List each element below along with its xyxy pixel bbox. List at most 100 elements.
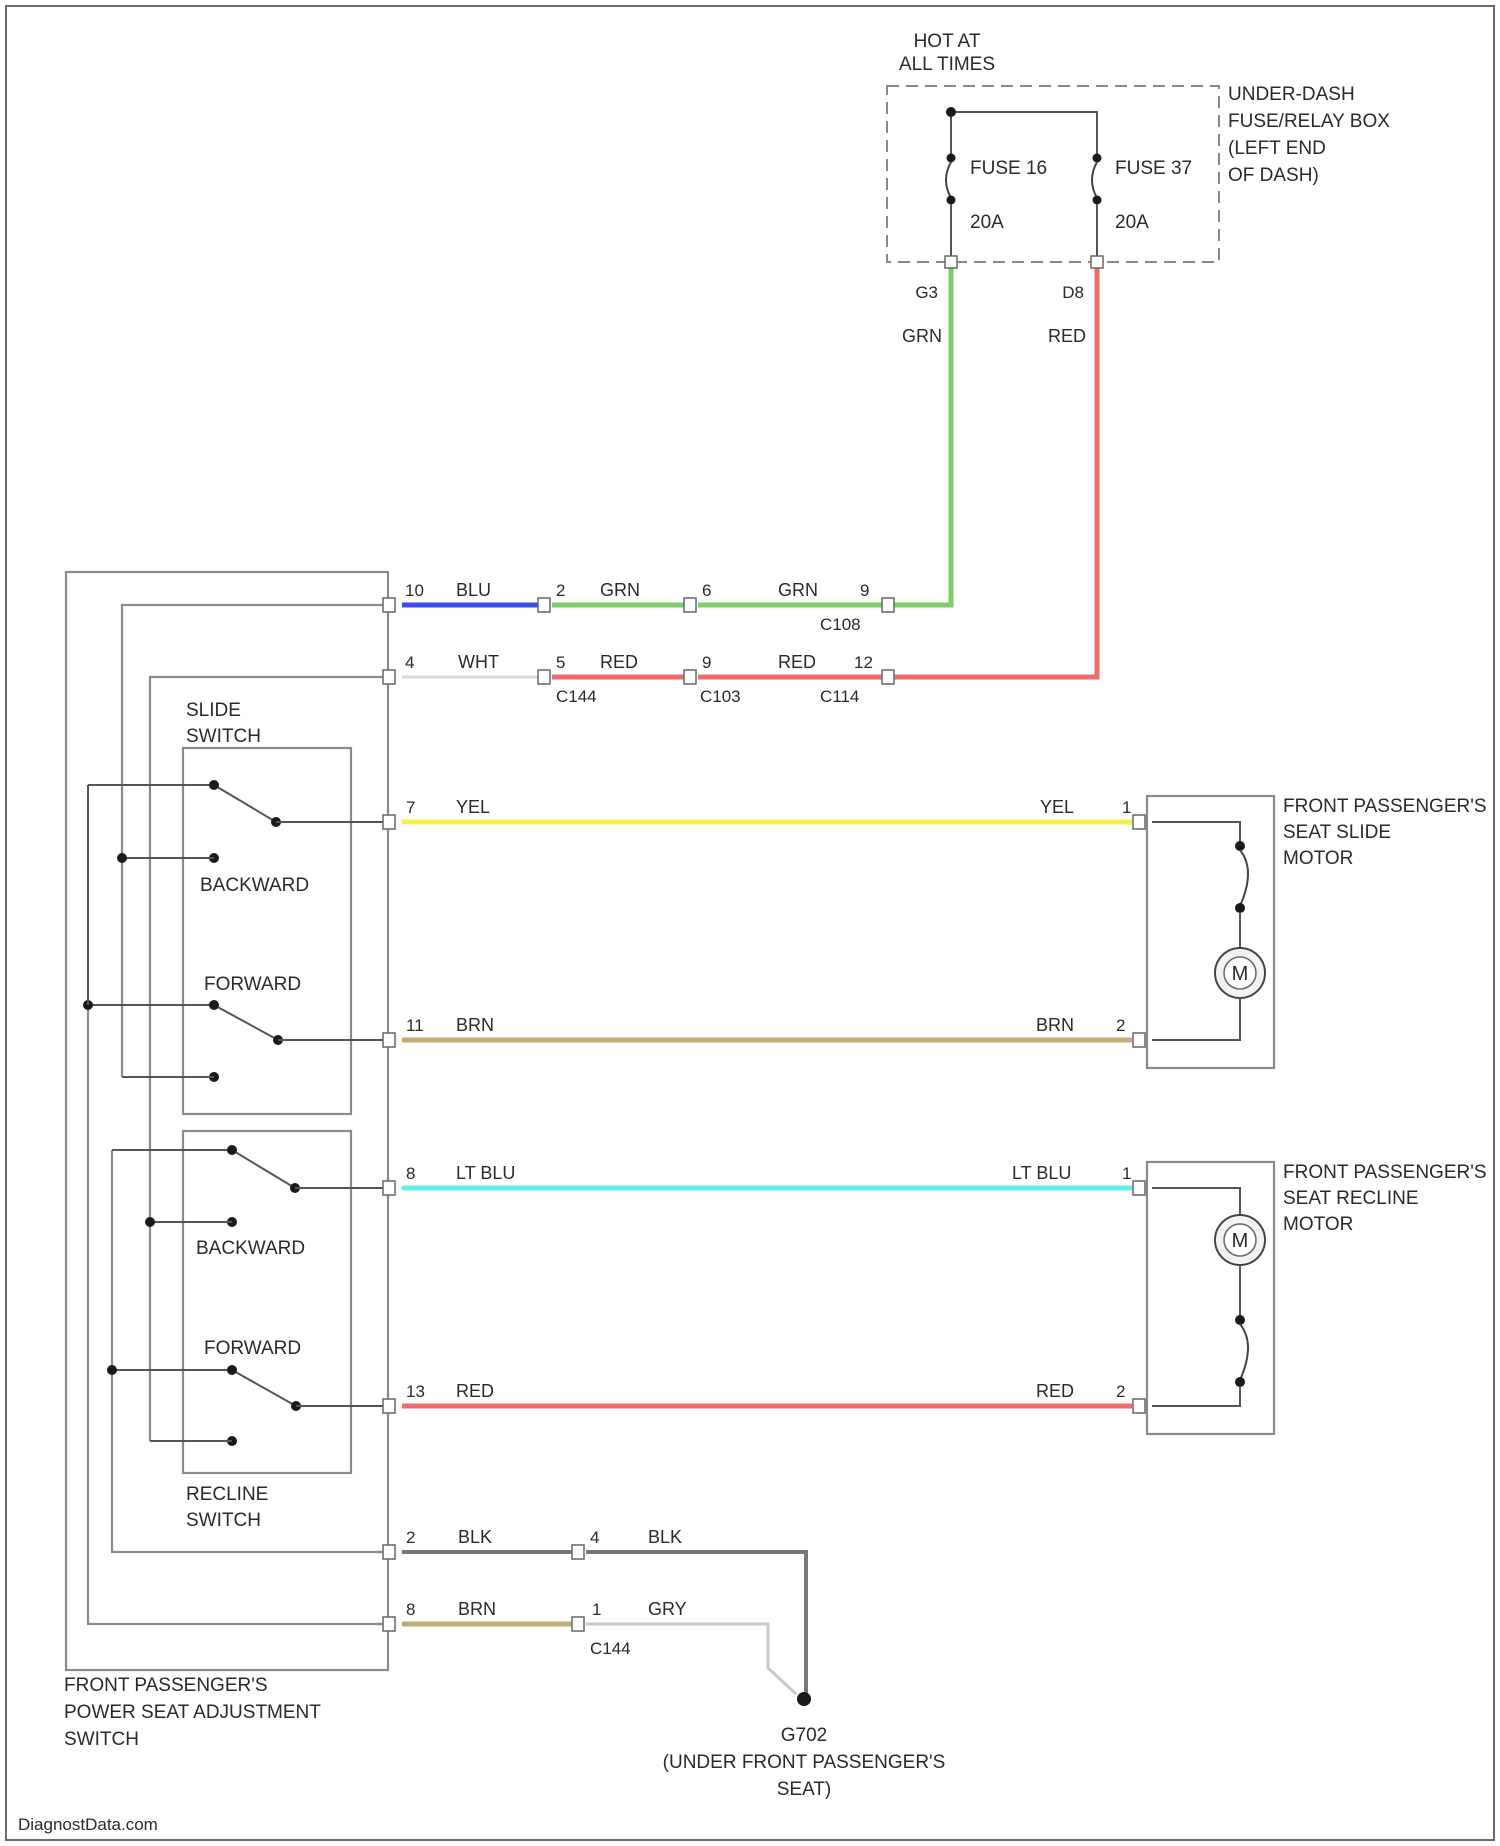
slide-label-1: SLIDE — [186, 700, 241, 721]
hot-label-1: HOT AT — [914, 31, 981, 52]
r2-pin-9: 9 — [702, 653, 711, 672]
recline-motor-in — [1152, 1188, 1240, 1215]
conn-c144-b: C144 — [590, 1639, 631, 1658]
ground-icon — [797, 1692, 811, 1706]
r3-label-right: YEL — [1040, 797, 1074, 817]
fuse-box-label-3: (LEFT END — [1228, 138, 1326, 159]
seat-slide-motor: M FRONT PASSENGER'S SEAT SLIDE MOTOR — [1147, 796, 1487, 1068]
slide-backward-label: BACKWARD — [200, 875, 309, 896]
fuse-16-rating: 20A — [970, 212, 1004, 233]
fuse-16-icon — [946, 154, 956, 205]
ground-location-2: SEAT) — [777, 1779, 832, 1800]
recline-fw-blade — [232, 1370, 296, 1406]
recline-label-2: SWITCH — [186, 1510, 261, 1531]
switch-label-1: FRONT PASSENGER'S — [64, 1675, 268, 1696]
circuit-row-8: 8 BRN 1 GRY C144 — [402, 1599, 796, 1694]
switch-label-3: SWITCH — [64, 1729, 139, 1750]
r7-pin-mid: 4 — [590, 1528, 599, 1547]
bus-node — [946, 107, 956, 117]
circuit-row-2: 4 WHT 5 RED 9 RED 12 C144 C103 C114 — [402, 652, 882, 706]
route-wht — [150, 677, 388, 1441]
slide-label-2: SWITCH — [186, 726, 261, 747]
fuse-37-rating: 20A — [1115, 212, 1149, 233]
r2-pin-4: 4 — [405, 653, 414, 672]
pin-g3: G3 — [915, 283, 938, 302]
ground-g702: G702 (UNDER FRONT PASSENGER'S SEAT) — [663, 1692, 946, 1800]
fuse-box-label-2: FUSE/RELAY BOX — [1228, 111, 1390, 132]
r2-red-label-1: RED — [600, 652, 638, 672]
r6-pin-left: 13 — [406, 1382, 425, 1401]
r1-pin-6: 6 — [702, 581, 711, 600]
wire-grn-feed — [887, 262, 951, 605]
conn-c103: C103 — [700, 687, 741, 706]
r3-pin-left: 7 — [406, 798, 415, 817]
r5-label-left: LT BLU — [456, 1163, 515, 1183]
r2-red-label-2: RED — [778, 652, 816, 672]
slide-bk-blade — [214, 785, 276, 822]
r8-pin-mid: 1 — [592, 1600, 601, 1619]
slide-motor-m: M — [1232, 963, 1249, 985]
slide-forward-label: FORWARD — [204, 974, 301, 995]
watermark: DiagnostData.com — [18, 1815, 158, 1834]
wire-red-feed — [887, 262, 1097, 677]
r4-label-right: BRN — [1036, 1015, 1074, 1035]
recline-bk-blade — [232, 1150, 295, 1188]
r6-label-right: RED — [1036, 1381, 1074, 1401]
circuit-row-6: 13 RED RED 2 — [402, 1381, 1132, 1406]
recline-motor-out — [1152, 1386, 1240, 1406]
hot-label-2: ALL TIMES — [899, 54, 995, 75]
circuit-row-4: 11 BRN BRN 2 — [402, 1015, 1132, 1040]
fuse-16-name: FUSE 16 — [970, 158, 1047, 179]
r1-grn-label-2: GRN — [778, 580, 818, 600]
r4-label-left: BRN — [456, 1015, 494, 1035]
slide-motor-breaker — [1240, 850, 1248, 906]
slide-motor-label-1: FRONT PASSENGER'S — [1283, 796, 1487, 817]
connector-markers — [383, 256, 1145, 1631]
motor-m-icon: M — [1215, 1215, 1265, 1265]
recline-motor-label-2: SEAT RECLINE — [1283, 1188, 1419, 1209]
fuse-37-name: FUSE 37 — [1115, 158, 1192, 179]
slide-switch-box — [183, 748, 351, 1114]
recline-switch-box — [183, 1131, 351, 1473]
r8-label-left: BRN — [458, 1599, 496, 1619]
conn-c114: C114 — [820, 687, 859, 706]
r7-pin-left: 2 — [406, 1528, 415, 1547]
recline-motor-breaker — [1240, 1324, 1248, 1380]
route-blu — [122, 605, 388, 1077]
ground-location-1: (UNDER FRONT PASSENGER'S — [663, 1752, 946, 1773]
slide-motor-out — [1152, 998, 1240, 1040]
slide-motor-outline — [1147, 796, 1274, 1068]
r8-pin-left: 8 — [406, 1600, 415, 1619]
r5-label-right: LT BLU — [1012, 1163, 1071, 1183]
r1-pin-9: 9 — [860, 581, 869, 600]
recline-motor-outline — [1147, 1162, 1274, 1434]
r6-pin-right: 2 — [1116, 1382, 1125, 1401]
recline-motor-label-3: MOTOR — [1283, 1214, 1353, 1235]
power-seat-switch: FRONT PASSENGER'S POWER SEAT ADJUSTMENT … — [64, 572, 388, 1750]
recline-motor-m: M — [1232, 1230, 1249, 1252]
recline-motor-label-1: FRONT PASSENGER'S — [1283, 1162, 1487, 1183]
r2-pin-12: 12 — [854, 653, 873, 672]
pin-d8: D8 — [1062, 283, 1084, 302]
seat-recline-motor: M FRONT PASSENGER'S SEAT RECLINE MOTOR — [1147, 1162, 1487, 1434]
conn-c108: C108 — [820, 615, 861, 634]
circuit-row-3: 7 YEL YEL 1 — [402, 797, 1132, 822]
r4-pin-right: 2 — [1116, 1016, 1125, 1035]
fuse-37-icon — [1092, 154, 1102, 205]
r1-grn-label-1: GRN — [600, 580, 640, 600]
motor-m-icon: M — [1215, 948, 1265, 998]
r3-label-left: YEL — [456, 797, 490, 817]
wire-gry — [586, 1624, 796, 1694]
r4-pin-left: 11 — [406, 1016, 424, 1035]
switch-label-2: POWER SEAT ADJUSTMENT — [64, 1702, 321, 1723]
slide-motor-label-2: SEAT SLIDE — [1283, 822, 1391, 843]
conn-c144-a: C144 — [556, 687, 597, 706]
slide-motor-in — [1152, 822, 1240, 842]
r5-pin-left: 8 — [406, 1164, 415, 1183]
r1-pin-2: 2 — [556, 581, 565, 600]
r3-pin-right: 1 — [1122, 798, 1131, 817]
r7-label-left: BLK — [458, 1527, 492, 1547]
recline-backward-label: BACKWARD — [196, 1238, 305, 1259]
r2-pin-5: 5 — [556, 653, 565, 672]
